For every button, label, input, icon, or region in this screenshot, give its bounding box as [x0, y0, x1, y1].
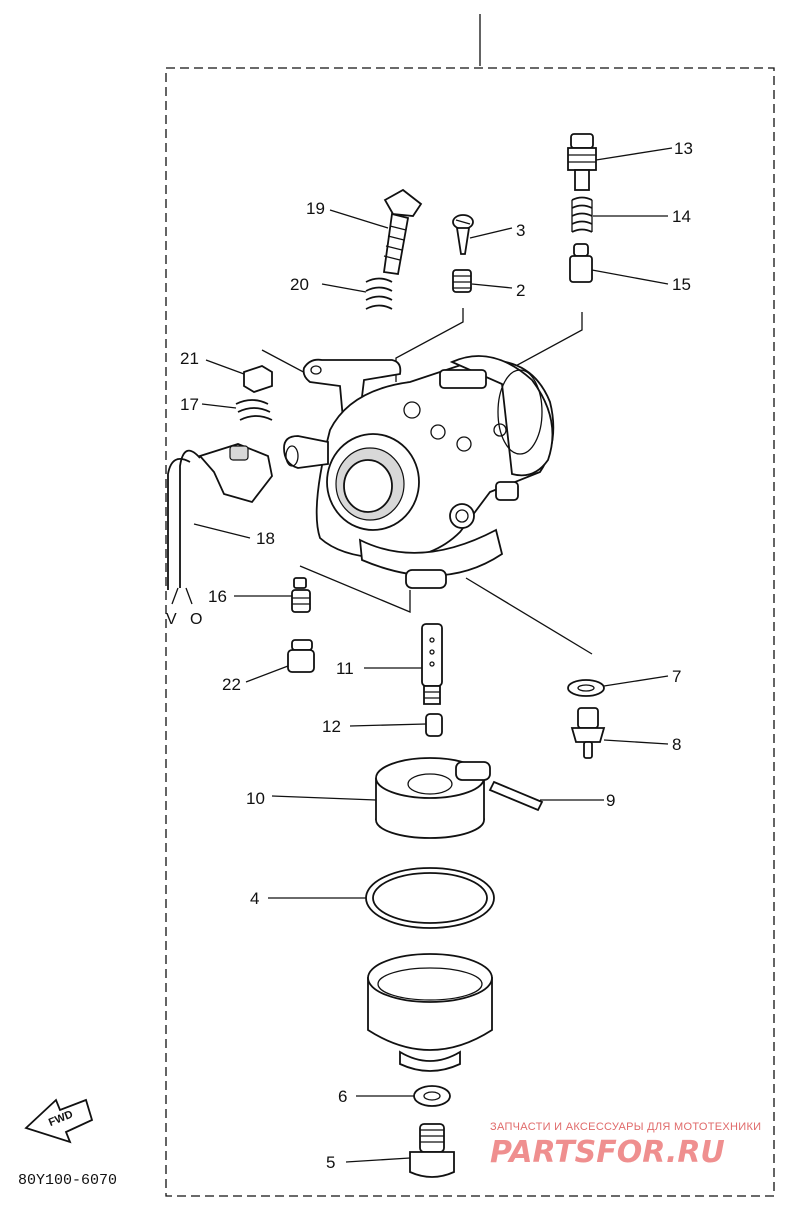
watermark: ЗАПЧАСТИ И АКСЕССУАРЫ ДЛЯ МОТОТЕХНИКИ PA… [490, 1121, 761, 1170]
part-8-needle-valve [570, 707, 606, 759]
watermark-tagline: ЗАПЧАСТИ И АКСЕССУАРЫ ДЛЯ МОТОТЕХНИКИ [490, 1121, 761, 1133]
part-16-screw [291, 577, 311, 613]
part-1-carburetor-body [283, 355, 555, 589]
watermark-brand: PARTSFOR.RU [490, 1135, 725, 1170]
part-label-9: 9 [606, 791, 615, 810]
part-label-16: 16 [208, 587, 227, 606]
part-2-spring [452, 269, 472, 293]
part-label-3: 3 [516, 221, 525, 240]
part-14-spring [571, 196, 593, 233]
part-6-washer [413, 1085, 451, 1107]
part-label-18: 18 [256, 529, 275, 548]
part-18-starter-cable [167, 443, 273, 605]
part-20-spring [365, 277, 393, 310]
part-label-13: 13 [674, 139, 693, 158]
float-bowl [367, 953, 493, 1072]
part-label-7: 7 [672, 667, 681, 686]
part-21-cap [243, 365, 273, 393]
part-label-4: 4 [250, 889, 259, 908]
part-label-21: 21 [180, 349, 199, 368]
part-label-19: 19 [306, 199, 325, 218]
part-label-2: 2 [516, 281, 525, 300]
part-10-float [375, 757, 491, 839]
catalog-code: 80Y100-6070 [18, 1172, 117, 1189]
part-label-22: 22 [222, 675, 241, 694]
part-15-plunger [569, 243, 593, 283]
part-label-6: 6 [338, 1087, 347, 1106]
part-11-needle-jet [421, 623, 443, 705]
part-label-15: 15 [672, 275, 691, 294]
part-label-17: 17 [180, 395, 199, 414]
part-13-screw [567, 133, 597, 191]
part-label-10: 10 [246, 789, 265, 808]
wire-label-v: V [166, 611, 177, 628]
part-label-8: 8 [672, 735, 681, 754]
part-12-main-jet [425, 713, 443, 737]
reference-line-6 [465, 577, 593, 655]
part-label-20: 20 [290, 275, 309, 294]
part-label-14: 14 [672, 207, 691, 226]
part-label-11: 11 [336, 659, 354, 678]
part-19-screw [382, 188, 423, 276]
part-label-12: 12 [322, 717, 341, 736]
part-label-5: 5 [326, 1153, 335, 1172]
part-7-washer [567, 679, 605, 697]
part-3-screw [452, 214, 474, 255]
part-5-drain-bolt [409, 1123, 455, 1178]
part-4-gasket [365, 867, 495, 929]
reference-line-5 [299, 565, 411, 613]
part-17-spring [235, 399, 273, 421]
part-9-pin [488, 780, 544, 812]
part-22-jet [287, 639, 315, 673]
fwd-arrow-icon: FWD [24, 1098, 94, 1144]
wire-label-o: O [190, 611, 202, 628]
